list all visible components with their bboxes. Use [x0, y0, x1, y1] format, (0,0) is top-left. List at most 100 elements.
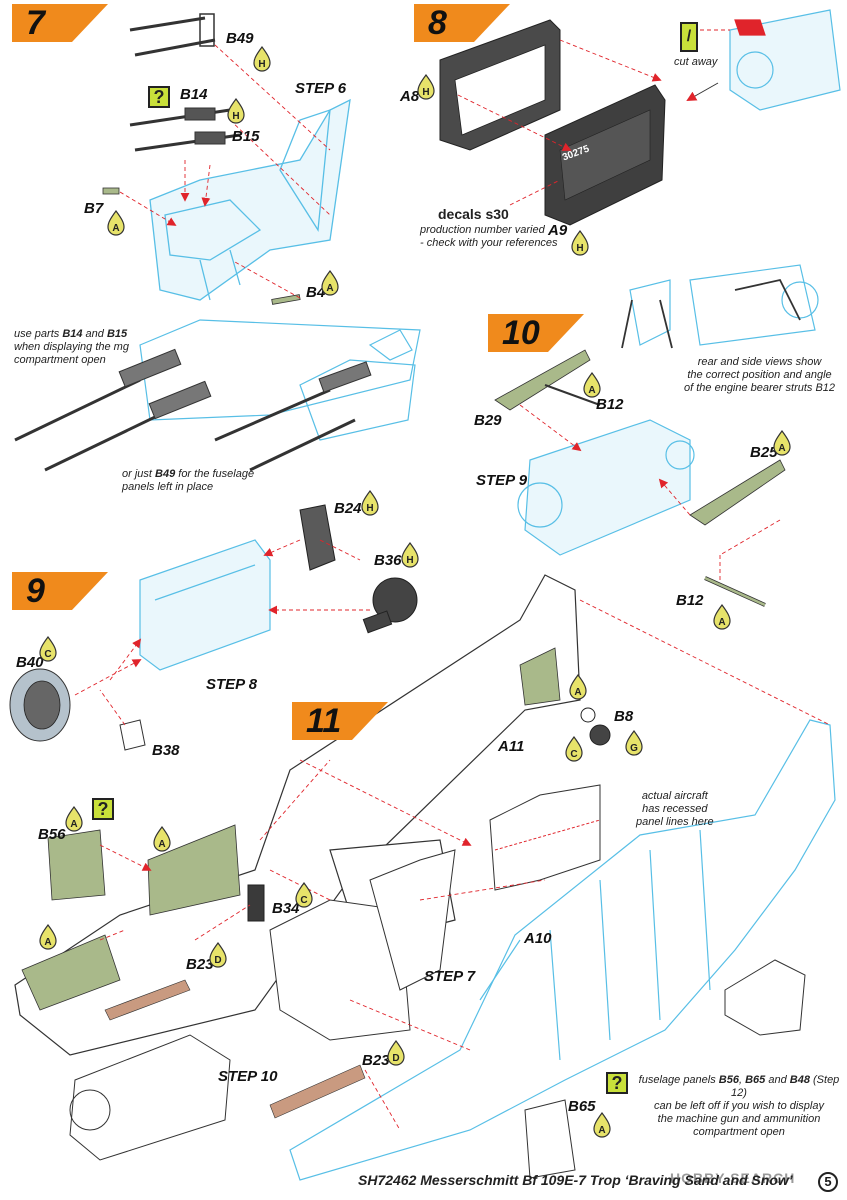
engine-cover-a8	[439, 19, 561, 151]
note-text: of the engine bearer struts B12	[684, 382, 836, 394]
paint-drop-icon: D	[209, 941, 227, 968]
paint-code-badge: A	[592, 1111, 612, 1138]
paint-code-badge: H	[400, 541, 420, 568]
note-text: the machine gun and ammunition	[657, 1113, 821, 1125]
note-part: B48	[789, 1074, 810, 1086]
fuselage-right-half-a10	[289, 719, 836, 1181]
note-part: B14	[62, 328, 83, 340]
mg-guns-views	[14, 348, 372, 472]
part-label-b38: B38	[152, 742, 180, 759]
paint-drop-icon: A	[583, 371, 601, 398]
note-text: panels left in place	[122, 481, 214, 493]
cockpit-step7	[269, 849, 456, 1041]
note-text: and	[765, 1074, 790, 1086]
paint-code-badge: H	[226, 97, 246, 124]
note-text: when displaying the mg	[14, 341, 129, 353]
paint-code-badge: C	[294, 881, 314, 908]
step9-guide-lines	[74, 539, 370, 726]
part-b24	[299, 504, 336, 571]
engine-step9	[517, 419, 695, 556]
paint-drop-icon: H	[227, 97, 245, 124]
paint-code-badge: H	[570, 229, 590, 256]
note-text: panel lines here	[636, 816, 714, 828]
part-label-b23-left: B23	[186, 956, 214, 973]
step-flag-shape	[488, 314, 584, 352]
mg-compartment-views	[139, 319, 421, 441]
paint-code-badge: H	[360, 489, 380, 516]
engine-cutaway-view	[729, 9, 841, 111]
step-number: 11	[306, 702, 342, 740]
part-label-b12-bottom: B12	[676, 592, 704, 609]
part-label-b15: B15	[232, 128, 260, 145]
paint-code: H	[576, 243, 583, 254]
step7-guide-lines	[119, 44, 331, 299]
paint-code: D	[214, 955, 221, 966]
step8-guide-lines	[457, 29, 730, 206]
step-number: 9	[26, 572, 45, 610]
note-text: compartment open	[693, 1126, 785, 1138]
note-mg-compartment-open: use parts B14 and B15 when displaying th…	[14, 328, 129, 367]
machine-guns-b14-b15	[129, 107, 241, 152]
step-number: 7	[26, 4, 45, 42]
fuselage-green-panels	[21, 647, 561, 1011]
paint-code-badge: A	[568, 673, 588, 700]
step-7-flag: 7	[12, 4, 108, 42]
engine-step8	[139, 539, 271, 671]
part-b38	[119, 719, 146, 751]
note-text: ,	[738, 1074, 746, 1086]
label-step-6: STEP 6	[295, 80, 347, 97]
paint-drop-icon: A	[321, 269, 339, 296]
cockpit-step6-drawing	[149, 98, 351, 301]
note-part: B65	[745, 1074, 766, 1086]
paint-code: C	[300, 895, 307, 906]
paint-code-badge: A	[152, 825, 172, 852]
step-9-flag: 9	[12, 572, 108, 610]
step-number: 8	[428, 4, 447, 42]
part-label-a9: A9	[548, 222, 568, 239]
paint-code: H	[232, 111, 239, 122]
paint-code-badge: A	[712, 603, 732, 630]
paint-code-badge: A	[772, 429, 792, 456]
step-11-flag: 11	[292, 702, 388, 740]
part-label-b12-top: B12	[596, 396, 624, 413]
paint-code: A	[778, 443, 785, 454]
paint-drop-icon: A	[39, 923, 57, 950]
step-number: 10	[502, 314, 540, 352]
paint-drop-icon: C	[39, 635, 57, 662]
paint-code-badge: G	[624, 729, 644, 756]
watermark: HOBBY SEARCH	[670, 1170, 796, 1186]
part-label-b7: B7	[84, 200, 104, 217]
part-label-b56: B56	[38, 826, 66, 843]
part-b29	[494, 349, 601, 411]
note-decals-title: decals s30	[438, 206, 509, 222]
step-8-flag: 8	[414, 4, 510, 42]
paint-code-badge: C	[38, 635, 58, 662]
paint-drop-icon: A	[107, 209, 125, 236]
part-label-a10: A10	[524, 930, 552, 947]
paint-code: A	[574, 687, 581, 698]
note-recessed-panel-lines: actual aircraft has recessed panel lines…	[636, 790, 714, 829]
paint-drop-icon: H	[571, 229, 589, 256]
paint-code: A	[588, 385, 595, 396]
paint-code: A	[44, 937, 51, 948]
paint-code-badge: A	[320, 269, 340, 296]
label-step-8: STEP 8	[206, 676, 258, 693]
rear-side-views	[629, 264, 819, 346]
paint-code-badge: A	[64, 805, 84, 832]
part-b34	[247, 884, 265, 922]
paint-code: H	[258, 59, 265, 70]
part-label-b65: B65	[568, 1098, 596, 1115]
note-text: and	[82, 328, 107, 340]
note-cut-away: cut away	[674, 56, 718, 68]
paint-drop-icon: H	[417, 73, 435, 100]
note-text: rear and side views show	[697, 356, 822, 368]
paint-code: H	[422, 87, 429, 98]
paint-code: A	[326, 283, 333, 294]
engine-cover-a9	[544, 84, 666, 226]
part-b40	[9, 668, 71, 742]
part-label-b8: B8	[614, 708, 634, 725]
note-decals-line1: production number varied	[420, 224, 545, 236]
paint-code: C	[570, 749, 577, 760]
